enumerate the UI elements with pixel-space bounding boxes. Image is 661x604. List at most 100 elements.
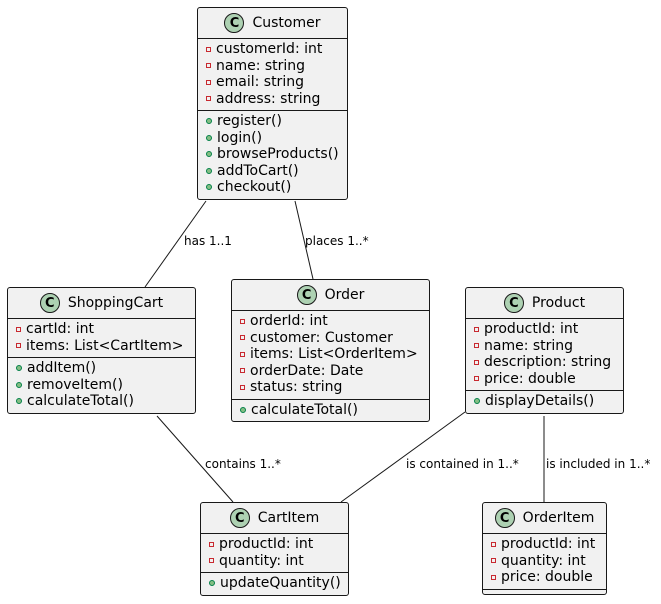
- method-row: updateQuantity(): [201, 575, 348, 592]
- attribute-text: price: double: [484, 370, 576, 387]
- method-row: removeItem(): [8, 377, 195, 394]
- relation-line-customer-cart: [144, 200, 207, 288]
- attribute-text: quantity: int: [219, 552, 304, 569]
- private-visibility-icon: [16, 343, 21, 349]
- method-text: login(): [217, 129, 263, 146]
- private-visibility-icon: [474, 326, 479, 332]
- relation-line-product-cartitem: [340, 411, 466, 503]
- method-text: browseProducts(): [217, 146, 339, 162]
- attribute-row: description: string: [466, 354, 623, 371]
- public-visibility-icon: [206, 151, 212, 158]
- attribute-row: orderDate: Date: [232, 363, 429, 380]
- private-visibility-icon: [206, 96, 211, 102]
- methods-section: displayDetails(): [466, 391, 623, 413]
- attribute-row: productId: int: [466, 321, 623, 338]
- attribute-row: cartId: int: [8, 321, 195, 338]
- private-visibility-icon: [474, 359, 479, 365]
- class-name: OrderItem: [522, 510, 595, 526]
- method-row: addItem(): [8, 360, 195, 377]
- class-icon: C: [224, 13, 245, 33]
- private-visibility-icon: [474, 343, 479, 349]
- methods-section: calculateTotal(): [232, 400, 429, 422]
- private-visibility-icon: [240, 384, 245, 390]
- class-icon: C: [296, 285, 317, 305]
- attribute-row: items: List<CartItem>: [8, 338, 195, 355]
- relation-line-cart-cartitem: [156, 415, 234, 503]
- attribute-text: productId: int: [501, 536, 596, 552]
- methods-section: updateQuantity(): [201, 573, 348, 595]
- class-name: Customer: [252, 15, 321, 31]
- class-name: CartItem: [257, 510, 320, 526]
- method-text: updateQuantity(): [220, 575, 341, 591]
- attribute-text: status: string: [250, 379, 343, 395]
- class-icon: C: [229, 508, 250, 528]
- public-visibility-icon: [206, 118, 212, 125]
- public-visibility-icon: [209, 580, 215, 587]
- methods-section: addItem()removeItem()calculateTotal(): [8, 358, 195, 413]
- public-visibility-icon: [206, 167, 212, 174]
- method-text: removeItem(): [27, 376, 123, 393]
- class-icon: C: [494, 508, 515, 528]
- public-visibility-icon: [206, 134, 212, 141]
- attribute-row: orderId: int: [232, 313, 429, 330]
- private-visibility-icon: [209, 541, 214, 547]
- private-visibility-icon: [240, 351, 245, 357]
- private-visibility-icon: [240, 368, 245, 374]
- relation-line-customer-order: [294, 200, 314, 280]
- relation-label-product-orderitem: is included in 1..*: [546, 457, 651, 471]
- attribute-row: productId: int: [201, 536, 348, 553]
- attribute-text: productId: int: [484, 321, 579, 337]
- attribute-text: items: List<OrderItem>: [250, 346, 418, 362]
- private-visibility-icon: [240, 335, 245, 341]
- private-visibility-icon: [474, 376, 479, 382]
- attribute-row: customer: Customer: [232, 330, 429, 347]
- method-text: addItem(): [27, 360, 97, 376]
- class-icon: C: [503, 293, 524, 313]
- method-row: login(): [198, 130, 347, 147]
- attribute-text: address: string: [216, 90, 321, 107]
- method-text: calculateTotal(): [251, 401, 358, 418]
- method-row: addToCart(): [198, 163, 347, 180]
- method-row: checkout(): [198, 179, 347, 196]
- method-row: calculateTotal(): [8, 393, 195, 410]
- method-row: displayDetails(): [466, 393, 623, 410]
- attribute-row: name: string: [198, 58, 347, 75]
- attribute-row: status: string: [232, 379, 429, 396]
- public-visibility-icon: [206, 184, 212, 191]
- class-header: C Order: [232, 280, 429, 311]
- private-visibility-icon: [491, 541, 496, 547]
- attribute-row: name: string: [466, 338, 623, 355]
- public-visibility-icon: [16, 381, 22, 388]
- attribute-text: quantity: int: [501, 552, 586, 569]
- private-visibility-icon: [209, 558, 214, 564]
- attribute-row: price: double: [466, 371, 623, 388]
- relation-label-product-cartitem: is contained in 1..*: [406, 457, 519, 471]
- attribute-text: price: double: [501, 569, 593, 585]
- class-name: Order: [324, 287, 365, 303]
- attribute-text: productId: int: [219, 536, 314, 552]
- method-text: displayDetails(): [485, 393, 595, 409]
- attribute-text: customerId: int: [216, 41, 323, 57]
- class-header: C CartItem: [201, 503, 348, 534]
- private-visibility-icon: [240, 318, 245, 324]
- relation-label-cart-cartitem: contains 1..*: [205, 457, 281, 471]
- attribute-text: customer: Customer: [250, 329, 393, 346]
- class-header: C OrderItem: [483, 503, 606, 534]
- private-visibility-icon: [491, 574, 496, 580]
- private-visibility-icon: [491, 558, 496, 564]
- method-text: checkout(): [217, 179, 292, 195]
- method-text: calculateTotal(): [27, 393, 134, 409]
- attribute-row: price: double: [483, 569, 606, 586]
- attribute-text: description: string: [484, 354, 612, 370]
